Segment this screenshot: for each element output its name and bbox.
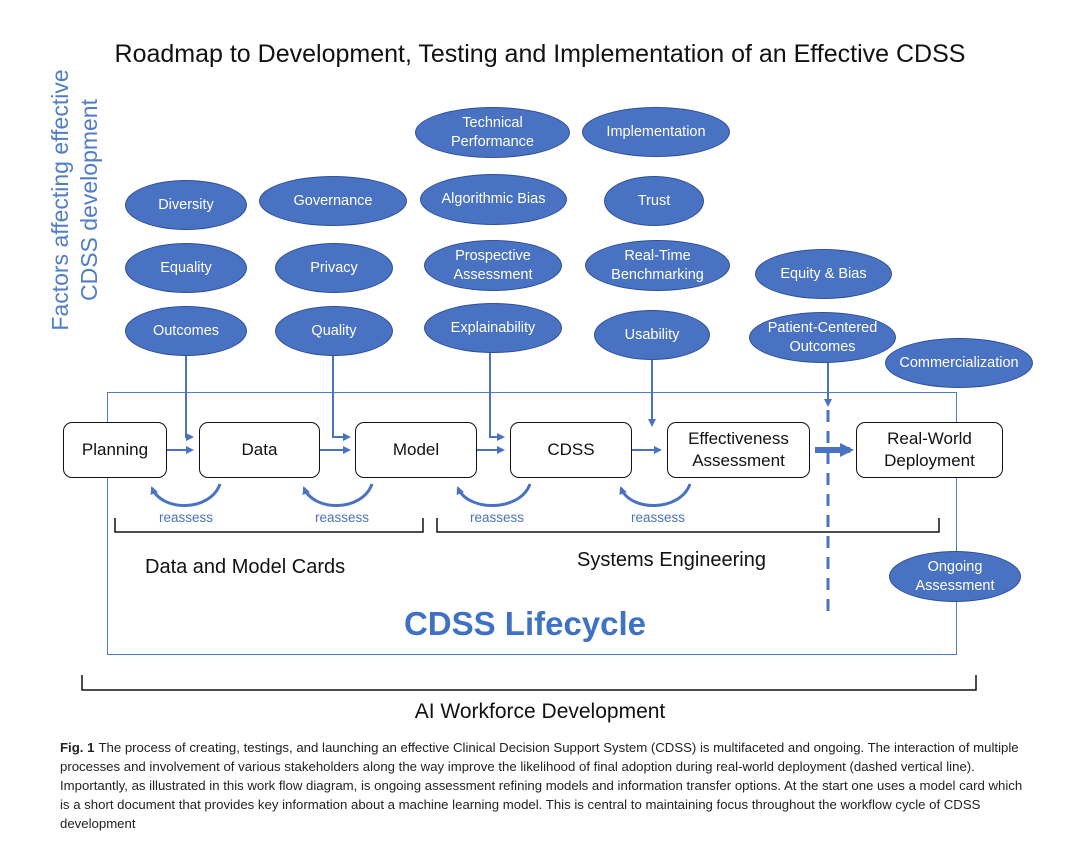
factor-explainability: Explainability	[424, 303, 562, 353]
group-label-systems-engineering: Systems Engineering	[577, 549, 766, 571]
reassess-loop-1	[150, 483, 222, 507]
arrow-outcomes-to-data	[185, 354, 194, 441]
reassess-label-2: reassess	[314, 510, 370, 525]
stage-effectiveness-assessment: Effectiveness Assessment	[667, 422, 810, 478]
stage-data: Data	[199, 422, 320, 478]
factor-diversity: Diversity	[125, 180, 247, 230]
factor-quality: Quality	[275, 306, 393, 356]
arrow-quality-to-model	[332, 354, 351, 441]
reassess-label-3: reassess	[469, 510, 525, 525]
factor-real-time-benchmarking: Real-Time Benchmarking	[585, 240, 730, 291]
factor-equity-bias: Equity & Bias	[755, 249, 892, 299]
factor-usability: Usability	[594, 310, 710, 360]
reassess-loop-3	[456, 483, 532, 507]
factor-equality: Equality	[125, 243, 247, 293]
factor-prospective-assessment: Prospective Assessment	[424, 240, 562, 291]
group-label-data-model-cards: Data and Model Cards	[145, 556, 346, 578]
workforce-label: AI Workforce Development	[414, 700, 666, 723]
figure-title: Roadmap to Development, Testing and Impl…	[114, 40, 966, 68]
factor-patient-centered-outcomes: Patient-Centered Outcomes	[749, 312, 896, 363]
stage-model: Model	[355, 422, 477, 478]
stage-cdss: CDSS	[510, 422, 632, 478]
arrow-explainability-to-cdss	[489, 351, 505, 441]
factor-commercialization: Commercialization	[885, 338, 1033, 388]
factor-algorithmic-bias: Algorithmic Bias	[420, 174, 567, 225]
reassess-loop-4	[619, 483, 692, 507]
factor-outcomes: Outcomes	[125, 306, 247, 356]
bracket-ai-workforce	[81, 675, 977, 691]
bracket-systems-engineering	[436, 518, 940, 533]
factor-trust: Trust	[604, 176, 704, 226]
factor-governance: Governance	[259, 176, 407, 226]
lifecycle-frame	[107, 392, 957, 655]
lifecycle-label: CDSS Lifecycle	[403, 605, 647, 642]
caption-text: The process of creating, testings, and l…	[60, 740, 1023, 831]
factor-technical-performance: Technical Performance	[415, 107, 570, 158]
bracket-data-model-cards	[114, 518, 424, 533]
stage-planning: Planning	[63, 422, 167, 478]
reassess-label-1: reassess	[158, 510, 214, 525]
factor-privacy: Privacy	[275, 243, 393, 293]
caption-label: Fig. 1	[60, 740, 95, 755]
factor-ongoing-assessment: Ongoing Assessment	[889, 551, 1021, 602]
reassess-label-4: reassess	[630, 510, 686, 525]
stage-real-world-deployment: Real-World Deployment	[856, 422, 1003, 478]
factor-implementation: Implementation	[582, 107, 730, 157]
reassess-loop-2	[302, 483, 374, 507]
